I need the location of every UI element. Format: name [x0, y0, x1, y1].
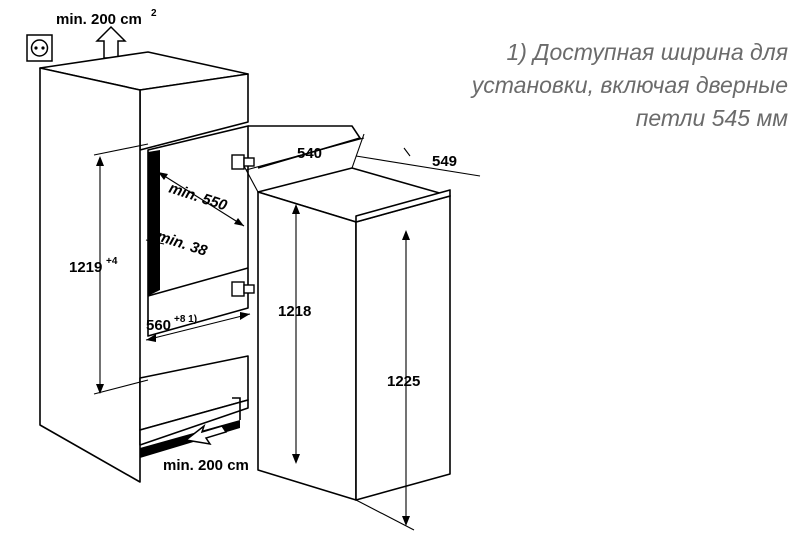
- niche-height-label: 1219: [69, 259, 102, 276]
- power-socket-icon: [26, 34, 53, 62]
- niche-shadow: [148, 150, 160, 296]
- niche-width-label: 560: [146, 317, 171, 334]
- appliance-total-height-label: 1225: [387, 373, 420, 390]
- dimension-lines: [93, 133, 481, 531]
- vent-bottom-label: min. 200 cm: [163, 457, 249, 474]
- appliance-width-label: 540: [297, 145, 322, 162]
- footnote: 1) Доступная ширина для установки, включ…: [458, 36, 788, 135]
- vent-top-sup: 2: [151, 8, 157, 19]
- vent-top-label: min. 200 cm: [56, 11, 142, 28]
- footnote-line-2: установки, включая дверные: [471, 72, 788, 98]
- appliance-depth-label: 549: [432, 153, 457, 170]
- niche-height-sup: +4: [106, 256, 118, 267]
- airflow-arrow-in-icon: [184, 423, 228, 446]
- appliance-height-label: 1218: [278, 303, 311, 320]
- cabinet-niche: [39, 51, 249, 483]
- footnote-line-1: 1) Доступная ширина для: [506, 39, 788, 65]
- airflow-arrow-up-icon: [95, 25, 127, 59]
- dimension-arrows: [96, 156, 410, 526]
- niche-width-sup: +8 1): [174, 314, 197, 325]
- hinge-top: [231, 154, 255, 170]
- footnote-line-3: петли 545 мм: [635, 105, 788, 131]
- hinge-bottom: [231, 281, 255, 297]
- niche-shelf: [147, 267, 249, 297]
- appliance-body: [257, 167, 451, 501]
